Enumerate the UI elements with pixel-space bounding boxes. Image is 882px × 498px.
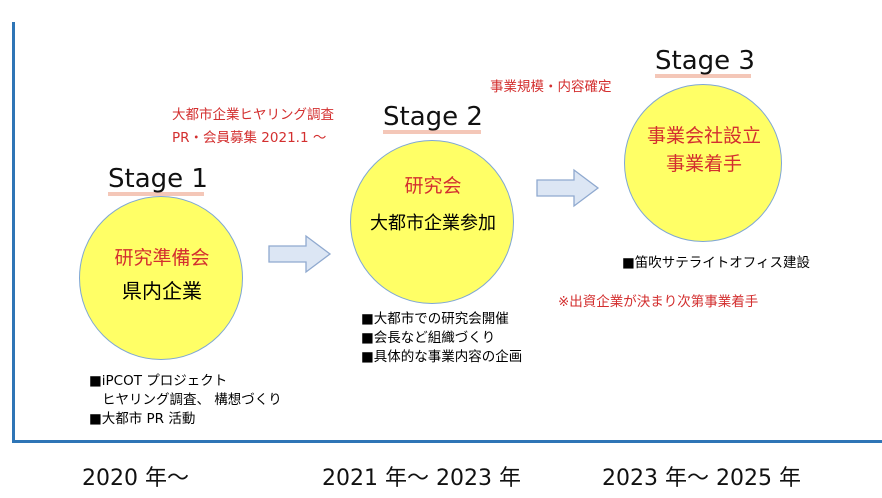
arrow-right-icon (536, 168, 600, 208)
annotation-hearing: 大都市企業ヒヤリング調査 (172, 107, 334, 123)
timeline-vertical-axis (12, 22, 15, 442)
stage-1-circle: 研究準備会 県内企業 (79, 196, 243, 360)
stage-3-red-note: ※出資企業が決まり次第事業着手 (558, 294, 759, 310)
stage-2-note-1: ■大都市での研究会開催 (361, 311, 509, 327)
stage-3-header: Stage 3 (655, 46, 755, 78)
stage-2-note-3: ■具体的な事業内容の企画 (361, 349, 523, 365)
timeline-horizontal-axis (12, 440, 882, 443)
stage-1-title: Stage 1 (108, 164, 208, 194)
annotation-recruit: PR・会員募集 2021.1 〜 (172, 130, 327, 146)
stage-3-note-1: ■笛吹サテライトオフィス建設 (622, 255, 810, 271)
stage-3-circle-subtitle: 事業着手 (665, 153, 742, 175)
stage-1-note-3: ■大都市 PR 活動 (89, 411, 196, 427)
stage-3-title: Stage 3 (655, 46, 755, 76)
stage-2-circle: 研究会 大都市企業参加 (350, 140, 514, 304)
stage-2-title: Stage 2 (383, 102, 483, 132)
stage-1-note-2: ヒヤリング調査、 構想づくり (102, 392, 282, 408)
stage-2-note-2: ■会長など組織づくり (361, 330, 496, 346)
stage-2-header: Stage 2 (383, 102, 483, 134)
year-label-2: 2021 年〜 2023 年 (322, 466, 521, 491)
stage-1-underline (108, 192, 204, 196)
stage-2-circle-title: 研究会 (404, 175, 462, 197)
stage-1-circle-subtitle: 県内企業 (122, 279, 202, 303)
stage-3-circle: 事業会社設立 事業着手 (624, 84, 782, 242)
arrow-right-icon (268, 234, 332, 274)
stage-1-header: Stage 1 (108, 164, 208, 196)
year-label-1: 2020 年〜 (82, 466, 189, 491)
stage-3-underline (655, 74, 751, 78)
stage-2-circle-subtitle: 大都市企業参加 (370, 213, 496, 234)
stage-2-underline (383, 130, 481, 134)
year-label-3: 2023 年〜 2025 年 (602, 466, 801, 491)
annotation-business-scale: 事業規模・内容確定 (490, 79, 612, 95)
stage-1-circle-title: 研究準備会 (114, 247, 210, 269)
stage-3-circle-title: 事業会社設立 (646, 125, 761, 147)
stage-1-note-1: ■iPCOT プロジェクト (89, 373, 228, 389)
